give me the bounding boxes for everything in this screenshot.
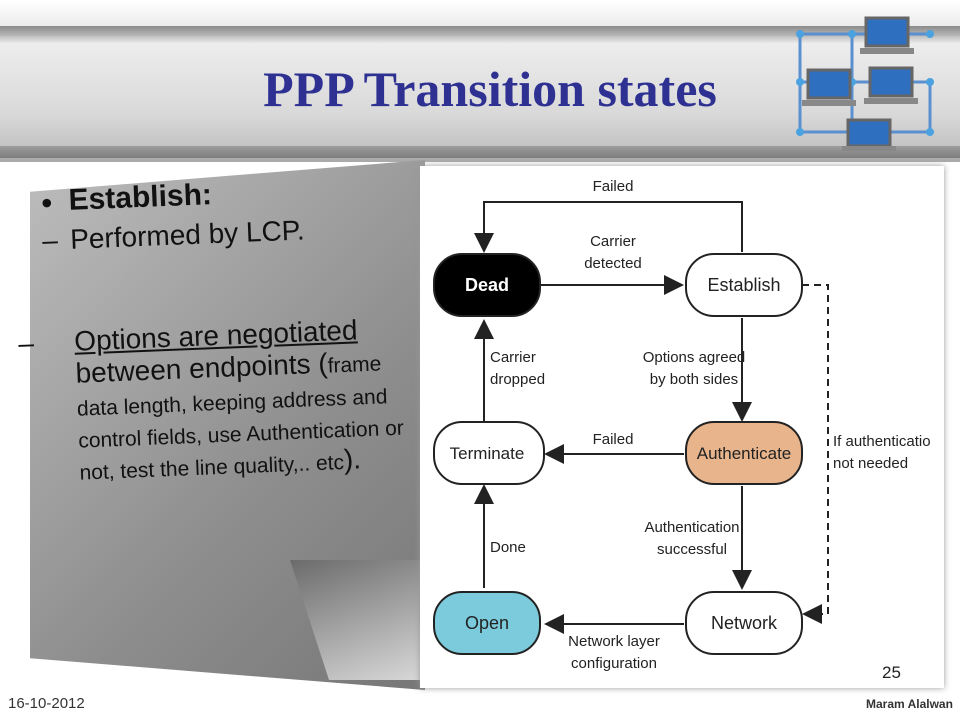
state-open-label: Open: [465, 613, 509, 633]
label-carrier-detected-1: Carrier: [590, 233, 636, 250]
state-open: Open: [433, 591, 541, 655]
slide-author: Maram Alalwan: [866, 697, 953, 711]
state-authenticate-label: Authenticate: [697, 444, 792, 463]
state-authenticate: Authenticate: [685, 421, 803, 485]
label-auth-success-1: Authentication: [644, 519, 739, 536]
page-number: 25: [882, 663, 901, 682]
state-dead: Dead: [433, 253, 541, 317]
label-failed-mid: Failed: [593, 431, 634, 448]
state-diagram-svg: Dead Establish Authenticate Terminate Ne…: [433, 178, 931, 672]
label-done: Done: [490, 539, 526, 556]
state-network-label: Network: [711, 613, 778, 633]
header-bottom-stripe: [0, 146, 960, 158]
state-establish-label: Establish: [707, 275, 780, 295]
state-terminate: Terminate: [433, 421, 545, 485]
label-carrier-dropped-2: dropped: [490, 371, 545, 388]
label-carrier-detected-2: detected: [584, 255, 642, 272]
label-if-auth-2: not needed: [833, 455, 908, 472]
label-auth-success-2: successful: [657, 541, 727, 558]
label-options-agreed-1: Options agreed: [643, 349, 746, 366]
label-network-layer-2: configuration: [571, 655, 657, 672]
auth-not-needed-arrow: [802, 284, 829, 624]
state-terminate-label: Terminate: [450, 444, 525, 463]
label-failed-top: Failed: [593, 178, 634, 195]
label-carrier-dropped-1: Carrier: [490, 349, 536, 366]
state-dead-label: Dead: [465, 275, 509, 295]
bullet-text-block: ● Establish: –Performed by LCP. –Options …: [17, 170, 422, 488]
header-top-stripe: [0, 26, 960, 36]
slide-date: 16-10-2012: [8, 695, 85, 712]
bullet-dot-icon: ●: [40, 191, 54, 214]
state-network: Network: [685, 591, 803, 655]
state-establish: Establish: [685, 253, 803, 317]
sub-bullet-lcp-text: Performed by LCP.: [69, 214, 306, 255]
closing-paren-text: ).: [343, 443, 362, 475]
ppp-state-diagram: Dead Establish Authenticate Terminate Ne…: [420, 166, 944, 688]
label-network-layer-1: Network layer: [568, 633, 660, 650]
network-computers-icon: [796, 16, 934, 151]
sub-bullet-lcp: –Performed by LCP.: [41, 214, 306, 256]
slide-title: PPP Transition states: [263, 61, 717, 117]
bullet-heading-text: Establish:: [67, 178, 213, 217]
sub-bullet-options: –Options are negotiated between endpoint…: [17, 314, 405, 485]
label-if-auth-1: If authenticatio: [833, 433, 931, 450]
failed-top-arrow: [474, 201, 743, 253]
label-options-agreed-2: by both sides: [650, 371, 738, 388]
